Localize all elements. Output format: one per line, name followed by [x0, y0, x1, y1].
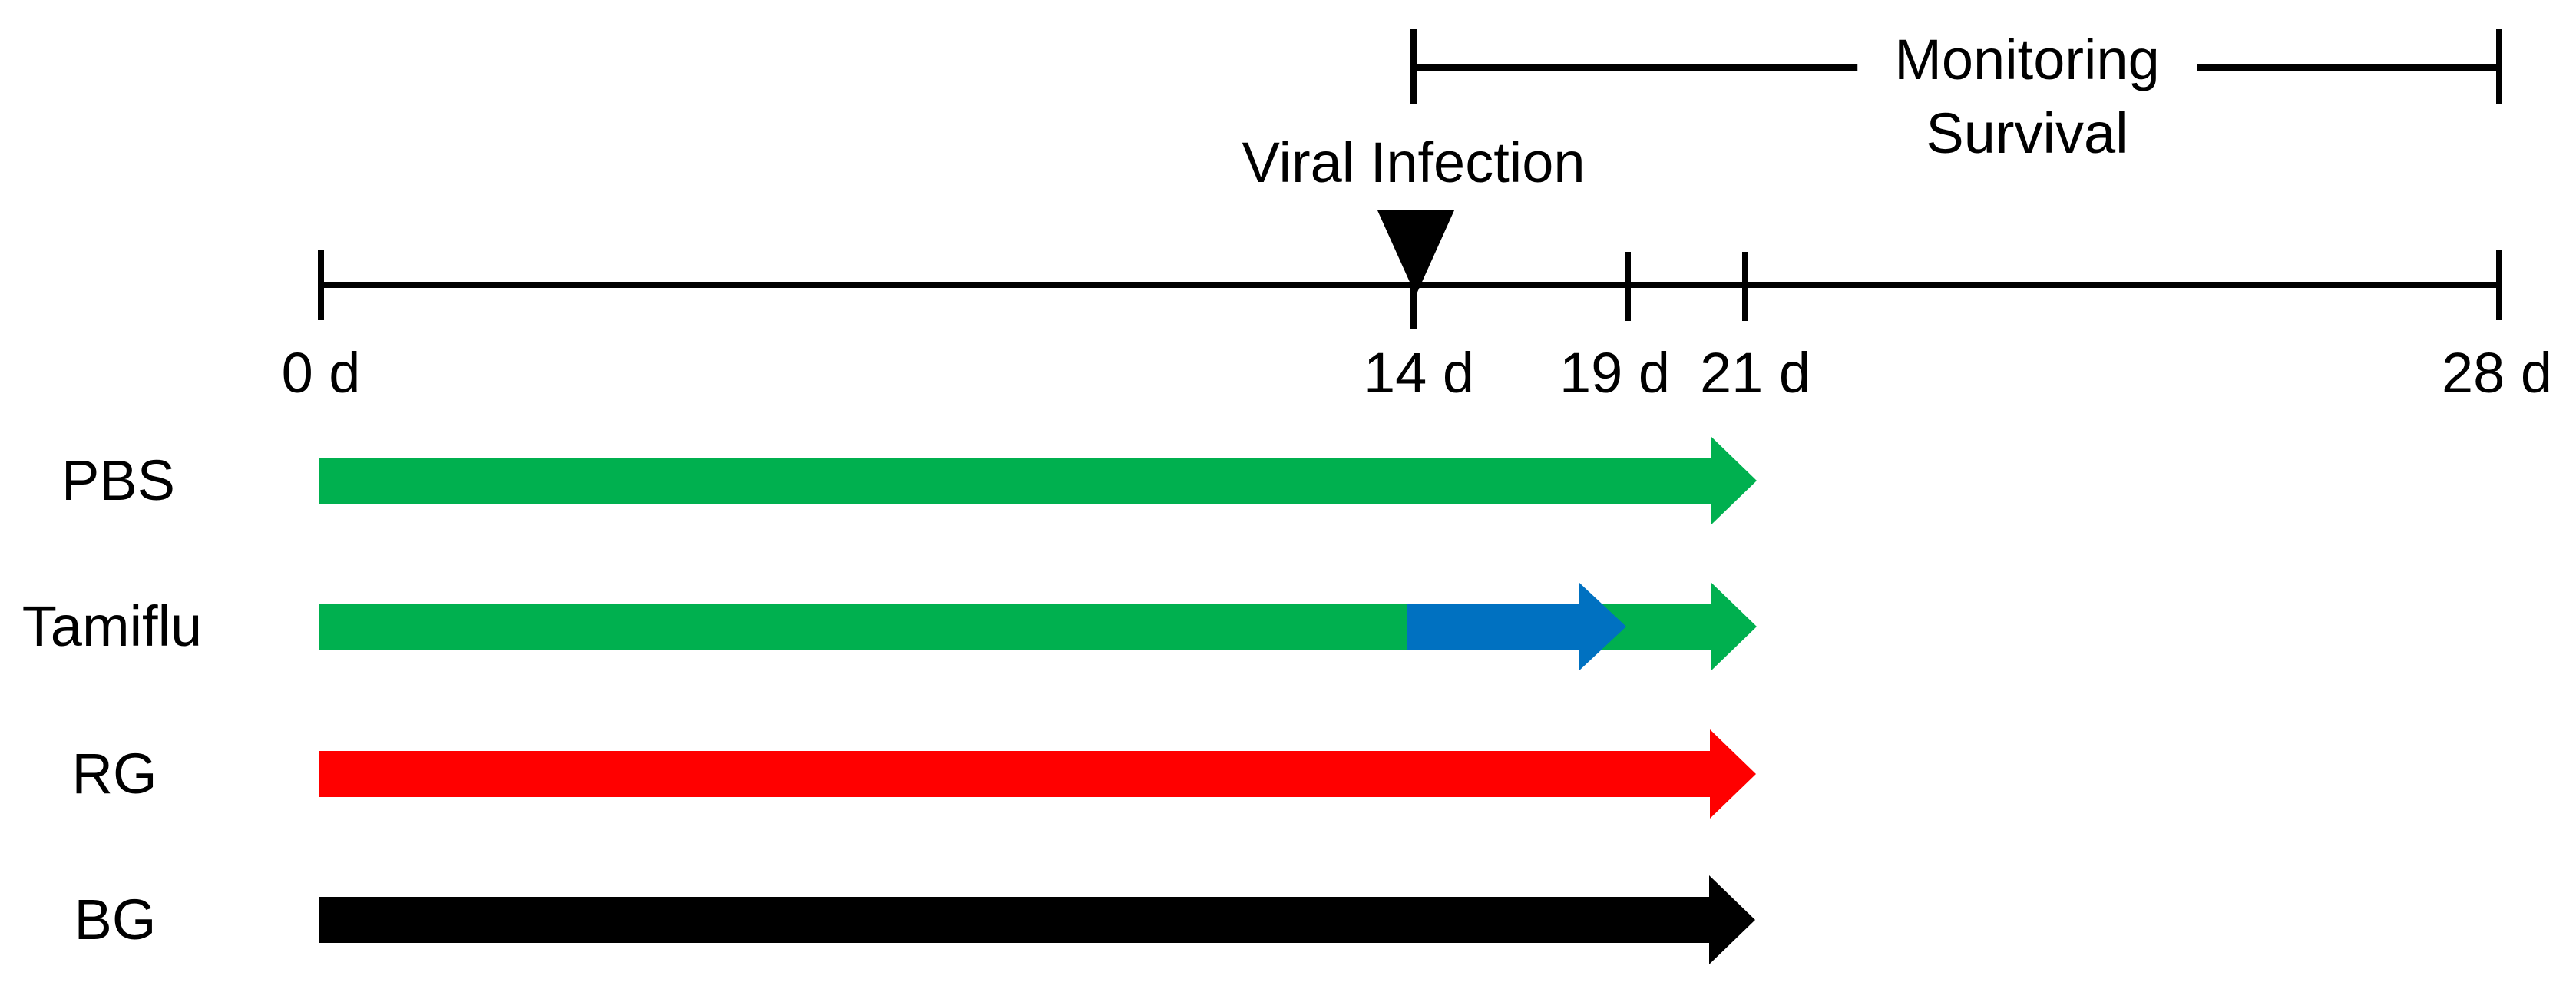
axis-tick-14d [1410, 285, 1417, 329]
viral-infection-label: Viral Infection [1242, 131, 1586, 194]
monitoring-bracket-start-tick [1410, 29, 1417, 104]
rg-arrow-head [1710, 729, 1756, 819]
monitoring-label-line1: Monitoring [1894, 28, 2160, 91]
tamiflu-arrow-head [1711, 582, 1757, 671]
infection-marker-triangle [1377, 210, 1454, 296]
axis-tick-label-21d: 21 d [1699, 341, 1811, 405]
axis-tick-28d [2496, 250, 2502, 320]
axis-tick-19d [1625, 252, 1631, 321]
group-label-tamiflu: Tamiflu [21, 594, 203, 658]
axis-tick-label-19d: 19 d [1559, 341, 1671, 405]
monitoring-label-line2: Survival [1926, 101, 2128, 165]
bg-arrow-body [319, 897, 1709, 943]
pbs-arrow-body [319, 458, 1711, 504]
axis-tick-label-0d: 0 d [281, 341, 361, 405]
bg-arrow-head [1709, 875, 1755, 964]
axis-tick-label-28d: 28 d [2441, 341, 2553, 405]
group-label-bg: BG [74, 888, 157, 951]
group-label-pbs: PBS [61, 448, 176, 512]
axis-tick-label-14d: 14 d [1363, 341, 1475, 405]
rg-arrow-body [319, 751, 1710, 797]
monitoring-bracket-end-tick [2496, 29, 2502, 104]
tamiflu-treatment-arrow-body [1407, 604, 1579, 650]
axis-tick-21d [1742, 252, 1748, 321]
monitoring-label: Monitoring Survival [1857, 23, 2197, 170]
axis-tick-0d [318, 250, 324, 320]
tamiflu-treatment-arrow-head [1579, 582, 1626, 671]
pbs-arrow-head [1711, 436, 1757, 525]
timeline-axis-line [321, 282, 2499, 288]
group-label-rg: RG [71, 742, 157, 805]
